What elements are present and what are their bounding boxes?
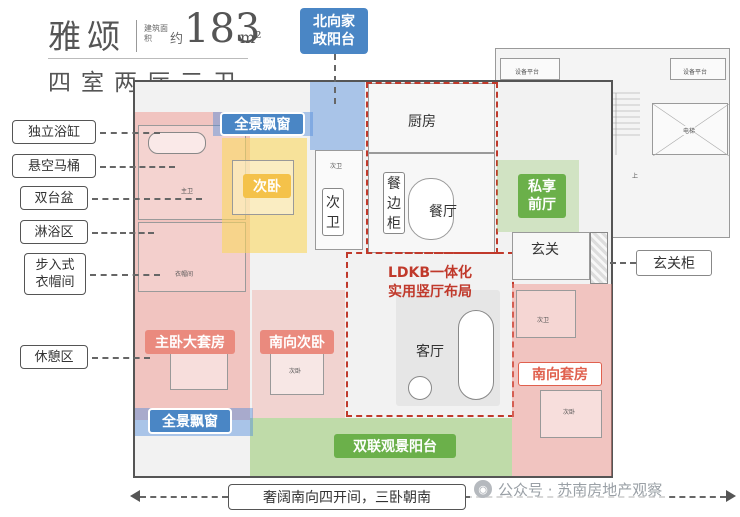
armchair — [408, 376, 432, 400]
toilet-leader — [100, 166, 175, 168]
south-bedroom-tag: 南向次卧 — [260, 330, 334, 354]
double-balcony-tag: 双联观景阳台 — [334, 434, 456, 458]
south-suite-bath: 次卫 — [516, 290, 576, 338]
walkin-closet-callout: 步入式 衣帽间 — [24, 253, 86, 295]
second-bath-small: 次卫 — [330, 163, 343, 170]
header-rule — [48, 58, 248, 59]
toilet-callout: 悬空马桶 — [12, 154, 96, 178]
header-separator — [136, 20, 137, 52]
double-basin-callout: 双台盆 — [20, 186, 88, 210]
watermark: ◉ 公众号 · 苏南房地产观察 — [470, 478, 667, 500]
watermark-text: 公众号 · 苏南房地产观察 — [498, 480, 663, 499]
south-suite-tag: 南向套房 — [518, 362, 602, 386]
kitchen-tag: 厨房 — [408, 114, 436, 130]
equipment-platform-1: 设备平台 — [500, 58, 560, 80]
south-suite-bed: 次卧 — [540, 390, 602, 438]
area-approx: 约 — [170, 32, 184, 47]
kitchen-dashed-zone — [366, 82, 498, 254]
south-bedroom-small: 次卧 — [289, 368, 302, 375]
sofa — [458, 310, 494, 400]
shower-callout: 淋浴区 — [20, 220, 88, 244]
south-bed-small: 次卧 — [563, 409, 576, 416]
elevator-label-2: 电梯 — [683, 126, 696, 135]
shower-leader — [92, 232, 154, 234]
equip-label-1: 设备平台 — [515, 69, 540, 76]
equip-label-2: 设备平台 — [683, 69, 708, 76]
kitchen-room — [368, 83, 495, 153]
dining-table — [408, 178, 454, 240]
private-foyer-tag: 私享 前厅 — [518, 174, 566, 218]
lounge-leader — [92, 357, 150, 359]
entry-cabinet-leader — [610, 262, 636, 264]
living-tag: 客厅 — [416, 344, 444, 360]
walkin-closet-leader — [90, 274, 160, 276]
bathtub-leader — [100, 132, 160, 134]
foyer-room — [512, 232, 590, 280]
foyer-tag: 玄关 — [531, 242, 559, 258]
lounge-callout: 休憩区 — [20, 345, 88, 369]
north-balcony-tag: 北向家 政阳台 — [300, 8, 368, 54]
bottom-dash-left — [140, 496, 228, 498]
ldkb-label: LDKB一体化 实用竖厅布局 — [387, 265, 473, 300]
second-bath-tag: 次 卫 — [322, 188, 344, 236]
area-value: 183 — [184, 6, 261, 52]
double-basin-leader — [92, 198, 202, 200]
master-suite-tag: 主卧大套房 — [145, 330, 235, 354]
dining-tag: 餐厅 — [429, 204, 457, 220]
north-balcony-zone — [310, 82, 365, 150]
elevator-2: 电梯 — [652, 103, 729, 156]
bay-window-bottom-tag: 全景飘窗 — [148, 408, 232, 434]
area-unit: m² — [240, 28, 262, 47]
bay-window-top-tag: 全景飘窗 — [220, 112, 305, 136]
south-bedroom-zone — [252, 290, 345, 418]
bathtub-shape — [148, 132, 206, 154]
bottom-caption: 奢阔南向四开间，三卧朝南 — [228, 484, 466, 510]
closet-label: 衣帽间 — [175, 271, 194, 278]
left-arrow-icon — [130, 490, 140, 502]
sideboard-tag: 餐 边 柜 — [383, 172, 405, 234]
entry-cabinet-callout: 玄关柜 — [636, 250, 712, 276]
area-label: 建筑面积 — [144, 24, 168, 43]
master-bath-label: 主卫 — [181, 188, 194, 195]
stairs-up: 上 — [632, 173, 639, 180]
wechat-icon: ◉ — [474, 480, 492, 498]
south-bath-small: 次卫 — [537, 317, 550, 324]
right-arrow-icon — [726, 490, 736, 502]
equipment-platform-2: 设备平台 — [670, 58, 726, 80]
second-bedroom-tag: 次卧 — [243, 174, 291, 198]
north-balcony-leader — [334, 54, 336, 104]
bathtub-callout: 独立浴缸 — [12, 120, 96, 144]
entry-cabinet-shape — [590, 232, 608, 284]
project-name: 雅颂 — [48, 17, 126, 56]
